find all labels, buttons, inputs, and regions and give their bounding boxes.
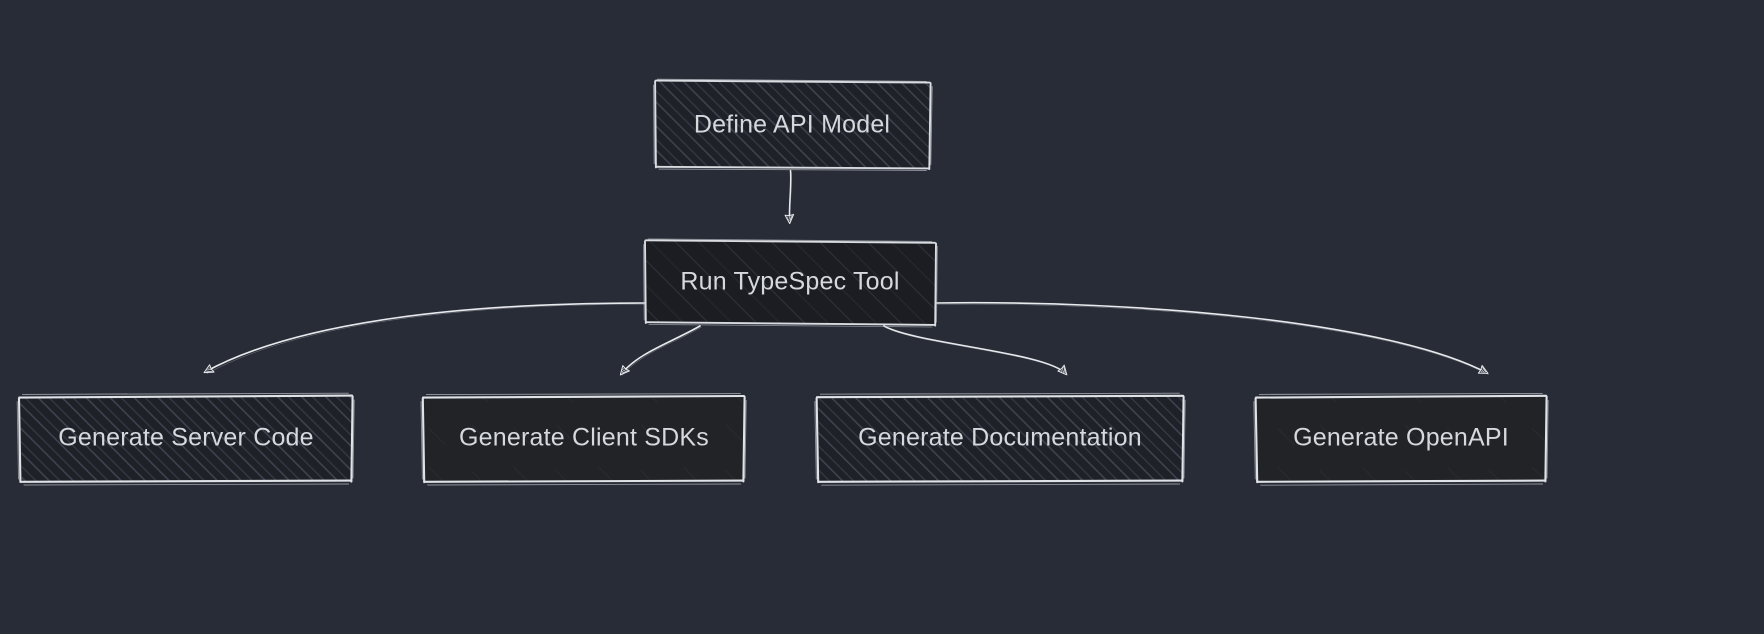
node-server-border-right (350, 395, 354, 483)
node-openapi-label: Generate OpenAPI (1293, 424, 1509, 452)
edge-run-to-sdks (619, 325, 702, 376)
node-define-api-model[interactable]: Define API Model (653, 78, 933, 171)
node-sdks-sketch-left (420, 401, 423, 480)
node-define-border-bottom (655, 165, 931, 170)
node-server-border-top (18, 394, 354, 399)
node-run-sketch-right (936, 245, 938, 323)
node-run-border-left (644, 240, 647, 324)
node-server-sketch-top (21, 392, 349, 395)
edge-define-to-run (784, 169, 795, 225)
node-openapi-sketch-top (1258, 392, 1543, 395)
node-sdks-border-left (421, 397, 426, 484)
node-sdks-border-right (742, 395, 746, 483)
node-server-label: Generate Server Code (58, 424, 314, 452)
node-generate-documentation[interactable]: Generate Documentation (814, 392, 1186, 486)
edge-run-to-docs (883, 325, 1068, 376)
node-run-sketch-left (642, 244, 645, 321)
edge-run-to-openapi (935, 301, 1489, 375)
node-docs-border-right (1181, 395, 1185, 483)
node-generate-server-code[interactable]: Generate Server Code (16, 392, 355, 486)
node-run-sketch-top (647, 238, 933, 242)
node-openapi-border-left (1254, 397, 1259, 484)
node-server-sketch-bottom (23, 483, 350, 486)
node-sdks-border-bottom (424, 479, 745, 483)
edge-layer (203, 169, 1489, 376)
node-run-label: Run TypeSpec Tool (680, 268, 899, 296)
node-run-fill (645, 241, 936, 325)
node-docs-sketch-right (1183, 399, 1186, 479)
node-run-border-bottom (645, 321, 936, 326)
node-sdks-sketch-bottom (427, 483, 742, 486)
node-docs-border-bottom (818, 479, 1184, 483)
node-define-fill (655, 81, 931, 168)
node-docs-border-left (815, 397, 820, 484)
node-sdks-label: Generate Client SDKs (459, 424, 709, 452)
node-server-border-left (17, 397, 22, 484)
node-define-border-right (928, 82, 932, 171)
node-docs-sketch-top (819, 392, 1180, 395)
node-openapi-sketch-bottom (1260, 483, 1544, 486)
node-define-border-left (654, 80, 657, 169)
node-server-fill (20, 396, 352, 481)
node-server-sketch-left (16, 401, 19, 480)
node-openapi-sketch-left (1253, 401, 1256, 480)
node-docs-fill (818, 396, 1183, 482)
node-openapi-border-bottom (1257, 479, 1547, 483)
node-generate-openapi[interactable]: Generate OpenAPI (1253, 392, 1549, 486)
node-define-sketch-left (653, 84, 655, 165)
node-define-sketch-bottom (658, 168, 927, 171)
node-define-sketch-right (930, 85, 933, 166)
node-openapi-fill (1257, 396, 1546, 482)
node-server-border-bottom (20, 479, 353, 483)
node-sdks-sketch-right (744, 399, 747, 479)
edge-run-to-server (203, 302, 647, 374)
node-openapi-border-top (1254, 394, 1548, 399)
node-run-border-right (934, 242, 937, 327)
node-openapi-sketch-right (1546, 399, 1549, 479)
node-define-border-top (654, 79, 931, 84)
node-openapi-border-right (1544, 395, 1548, 483)
node-sdks-sketch-top (425, 393, 741, 396)
node-docs-border-top (815, 394, 1185, 399)
node-sdks-border-top (421, 394, 746, 399)
node-run-typespec-tool[interactable]: Run TypeSpec Tool (642, 238, 938, 328)
node-sdks-fill (424, 396, 744, 482)
node-docs-label: Generate Documentation (858, 424, 1142, 452)
node-run-sketch-bottom (648, 323, 933, 328)
node-docs-sketch-bottom (821, 483, 1181, 486)
node-define-label: Define API Model (694, 111, 890, 139)
node-server-sketch-right (352, 399, 355, 479)
node-docs-sketch-left (814, 400, 817, 480)
node-generate-client-sdks[interactable]: Generate Client SDKs (420, 393, 747, 486)
node-run-border-top (644, 239, 936, 244)
node-define-sketch-top (657, 78, 927, 82)
